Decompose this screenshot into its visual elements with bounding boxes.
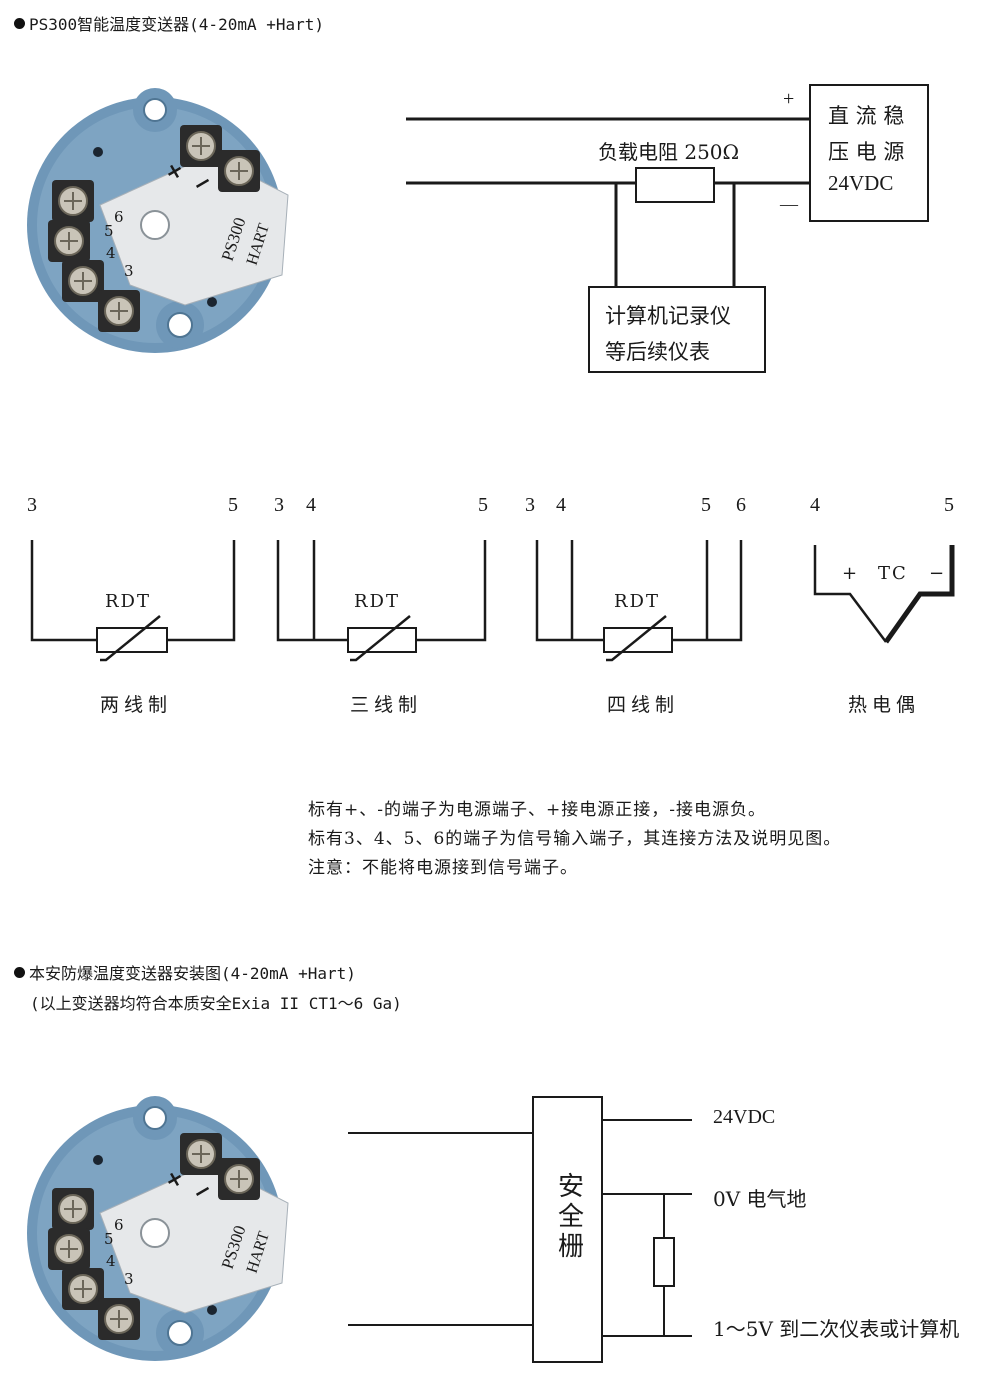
caption-three-wire: 三线制 — [350, 694, 423, 716]
tc-minus-label: − — [929, 563, 945, 584]
section-heading-1: PS300智能温度变送器(4-20mA +Hart) — [14, 11, 324, 35]
supply-minus-label: — — [780, 194, 798, 214]
screw-terminal-icon — [48, 220, 90, 262]
four-wire-diagram — [535, 540, 743, 662]
terminal-number: 6 — [736, 494, 746, 516]
terminal-number: 5 — [228, 494, 238, 516]
screw-terminal-icon — [62, 1268, 104, 1310]
safety-barrier-label: 安 全 栅 — [558, 1172, 585, 1262]
screw-terminal-icon — [62, 260, 104, 302]
mount-hole-icon — [143, 1106, 167, 1130]
screw-terminal-icon — [48, 1228, 90, 1270]
rtd-resistor-icon — [96, 627, 168, 653]
terminal-number: 5 — [944, 494, 954, 516]
screw-terminal-icon — [98, 290, 140, 332]
caption-thermocouple: 热电偶 — [848, 694, 921, 716]
bullet-icon — [14, 967, 25, 978]
terminal-number: 5 — [701, 494, 711, 516]
recorder-label-line1: 计算机记录仪 — [605, 304, 731, 328]
mount-hole-icon — [167, 312, 193, 338]
screw-terminal-icon — [52, 1188, 94, 1230]
terminal-number: 3 — [274, 494, 284, 516]
output-label-24v: 24VDC — [713, 1106, 776, 1128]
terminal-label-5: 5 — [104, 1230, 114, 1248]
rtd-resistor-icon — [603, 627, 673, 653]
rtd-label: RDT — [105, 591, 151, 612]
transmitter-image-bottom: + − 6 5 4 3 PS300 HART — [27, 1096, 289, 1361]
terminal-number: 4 — [306, 494, 316, 516]
section-subheading-2: (以上变送器均符合本质安全Exia II CT1～6 Ga) — [30, 994, 402, 1013]
mount-hole-icon — [167, 1320, 193, 1346]
note-line: 标有+、-的端子为电源端子、+接电源正接，-接电源负。 — [308, 800, 766, 820]
mount-hole-icon — [143, 98, 167, 122]
terminal-label-6: 6 — [114, 1216, 124, 1234]
three-wire-diagram — [276, 540, 487, 662]
supply-plus-label: + — [783, 88, 795, 110]
terminal-number: 3 — [27, 494, 37, 516]
caption-two-wire: 两线制 — [100, 694, 173, 716]
rtd-label: RDT — [354, 591, 400, 612]
sense-resistor — [653, 1237, 675, 1287]
psu-label-line3: 24VDC — [828, 171, 894, 195]
load-resistor-label: 负载电阻 250Ω — [598, 140, 740, 164]
psu-label-line1: 直 流 稳 — [828, 104, 905, 128]
recorder-box — [588, 286, 766, 373]
caption-four-wire: 四线制 — [607, 694, 680, 716]
tc-plus-label: + — [842, 563, 858, 584]
terminal-label-3: 3 — [124, 262, 134, 280]
note-line: 标有3、4、5、6的端子为信号输入端子，其连接方法及说明见图。 — [308, 829, 842, 849]
psu-label-line2: 压 电 源 — [828, 140, 905, 164]
load-resistor — [635, 167, 715, 203]
terminal-number: 4 — [556, 494, 566, 516]
bullet-icon — [14, 18, 25, 29]
rtd-label: RDT — [614, 591, 660, 612]
terminal-number: 5 — [478, 494, 488, 516]
transmitter-image-top: + − 6 5 4 3 PS300 HART — [27, 88, 289, 353]
notes-block: 标有+、-的端子为电源端子、+接电源正接，-接电源负。 标有3、4、5、6的端子… — [308, 796, 841, 883]
screw-terminal-icon — [218, 150, 260, 192]
thermocouple-diagram — [813, 545, 955, 644]
terminal-label-4: 4 — [106, 244, 116, 262]
output-label-0v: 0V 电气地 — [713, 1187, 807, 1211]
terminal-number: 4 — [810, 494, 820, 516]
screw-terminal-icon — [180, 1133, 222, 1175]
rtd-resistor-icon — [347, 627, 417, 653]
note-line: 注意：不能将电源接到信号端子。 — [308, 858, 578, 878]
center-hole-icon — [140, 210, 170, 240]
safety-barrier-box — [532, 1096, 603, 1363]
two-wire-diagram — [30, 540, 236, 662]
tc-label: TC — [878, 563, 908, 584]
screw-terminal-icon — [52, 180, 94, 222]
screw-terminal-icon — [180, 125, 222, 167]
output-label-signal: 1～5V 到二次仪表或计算机 — [713, 1317, 960, 1341]
screw-terminal-icon — [98, 1298, 140, 1340]
section-heading-2: 本安防爆温度变送器安装图(4-20mA +Hart) — [14, 960, 356, 984]
center-hole-icon — [140, 1218, 170, 1248]
screw-terminal-icon — [218, 1158, 260, 1200]
terminal-number: 3 — [525, 494, 535, 516]
terminal-label-3: 3 — [124, 1270, 134, 1288]
terminal-label-4: 4 — [106, 1252, 116, 1270]
dc-power-supply-box — [809, 84, 929, 222]
recorder-label-line2: 等后续仪表 — [605, 340, 710, 364]
terminal-label-5: 5 — [104, 222, 114, 240]
terminal-label-6: 6 — [114, 208, 124, 226]
